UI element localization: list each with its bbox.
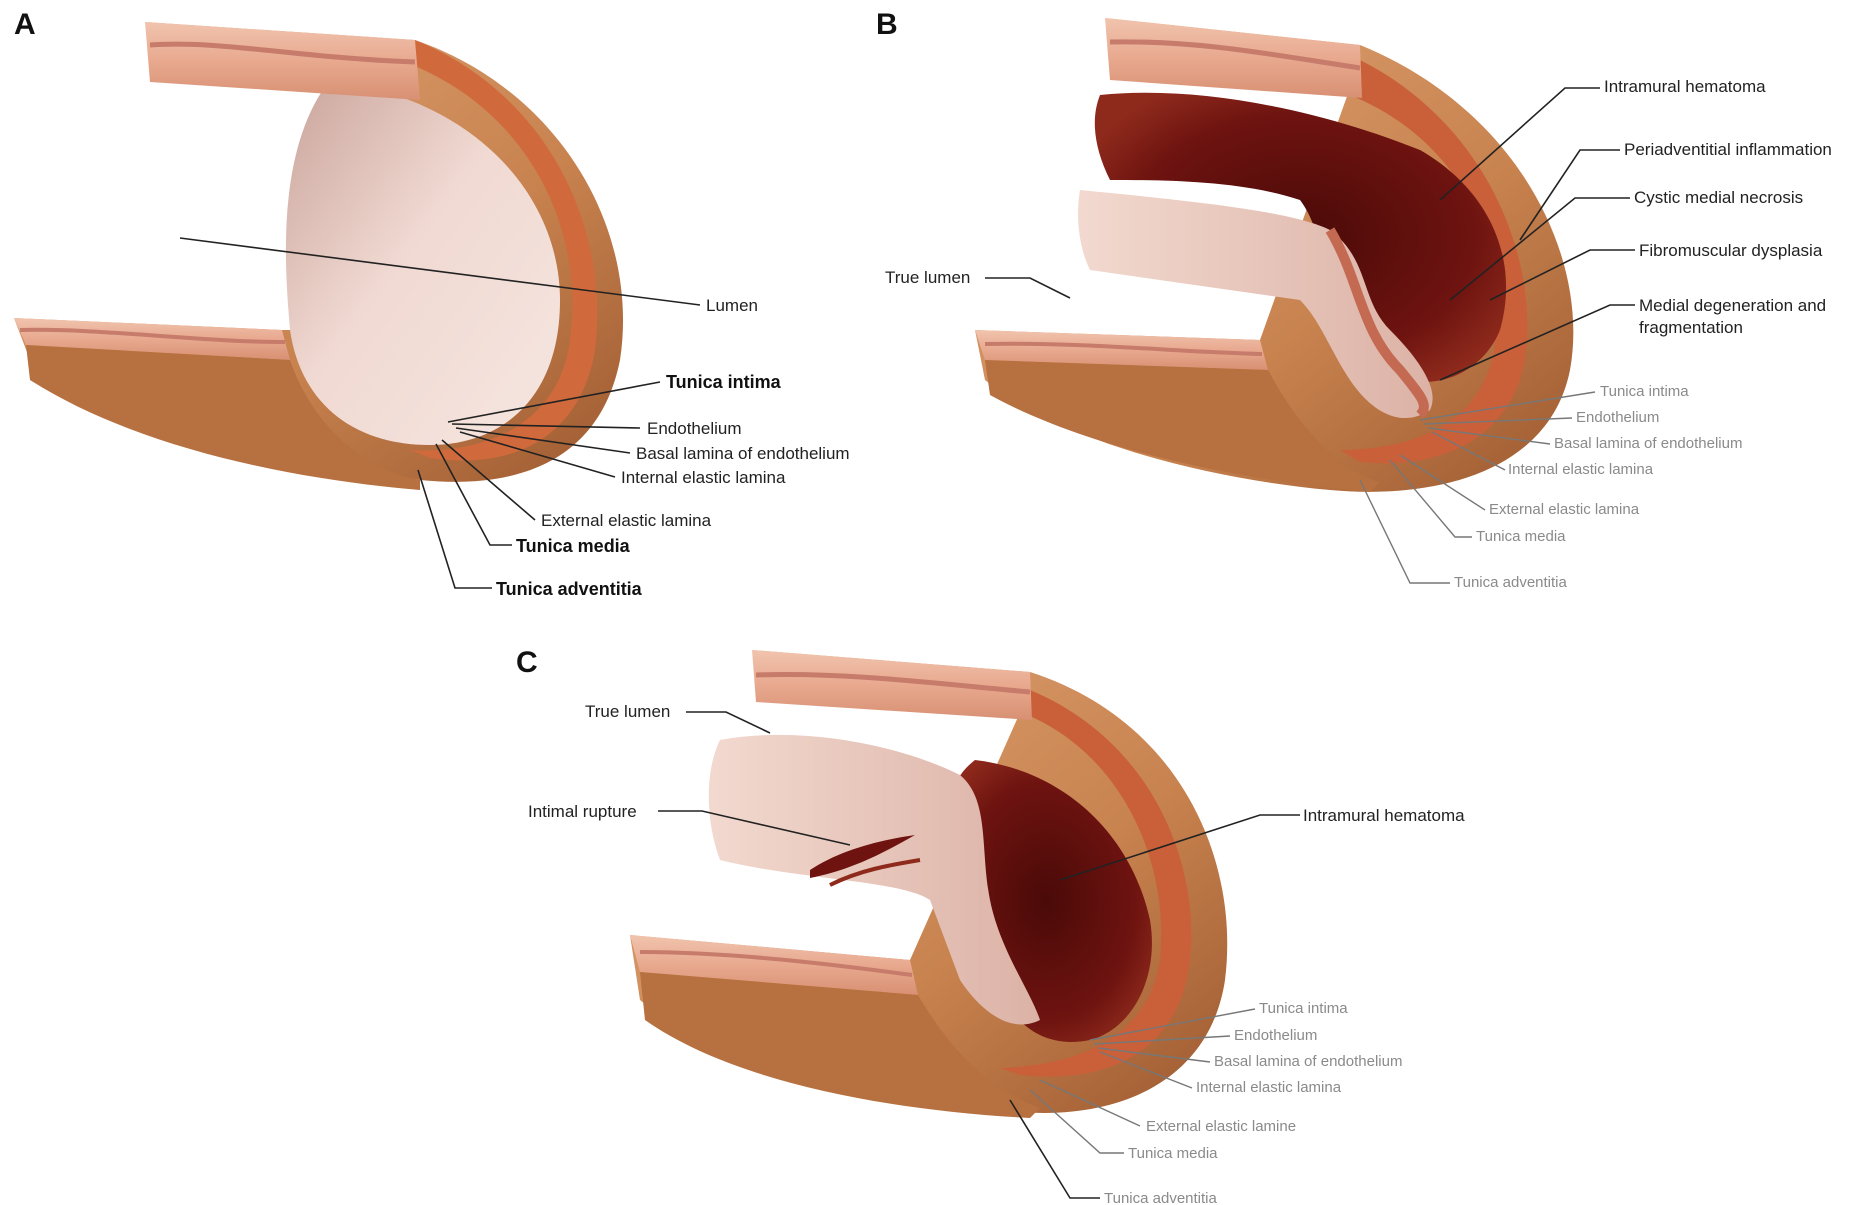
panel-a: A Lumen Tunica int xyxy=(14,8,850,599)
label-tunica-adventitia: Tunica adventitia xyxy=(1454,574,1568,591)
vessel-illustration-c xyxy=(630,650,1227,1118)
label-external-elastic-lamina: External elastic lamine xyxy=(1146,1118,1296,1135)
label-intramural-hematoma: Intramural hematoma xyxy=(1604,77,1766,96)
panel-letter-a: A xyxy=(14,8,36,41)
label-true-lumen: True lumen xyxy=(885,268,970,287)
label-internal-elastic-lamina: Internal elastic lamina xyxy=(621,468,786,487)
label-internal-elastic-lamina: Internal elastic lamina xyxy=(1508,461,1654,478)
label-basal-lamina: Basal lamina of endothelium xyxy=(1214,1053,1402,1070)
label-external-elastic-lamina: External elastic lamina xyxy=(541,511,712,530)
panel-c: C xyxy=(516,646,1465,1205)
label-true-lumen: True lumen xyxy=(585,702,670,721)
label-fibromuscular-dysplasia: Fibromuscular dysplasia xyxy=(1639,241,1823,260)
panel-letter-c: C xyxy=(516,646,538,679)
label-endothelium: Endothelium xyxy=(1576,409,1659,426)
label-tunica-adventitia: Tunica adventitia xyxy=(1104,1190,1218,1205)
label-tunica-intima: Tunica intima xyxy=(1600,383,1689,400)
panel-letter-b: B xyxy=(876,8,898,41)
label-tunica-media: Tunica media xyxy=(1476,528,1566,545)
label-endothelium: Endothelium xyxy=(1234,1027,1317,1044)
label-basal-lamina: Basal lamina of endothelium xyxy=(1554,435,1742,452)
label-tunica-intima: Tunica intima xyxy=(1259,1000,1348,1017)
label-periadventitial-inflammation: Periadventitial inflammation xyxy=(1624,140,1832,159)
label-tunica-intima: Tunica intima xyxy=(666,372,782,392)
label-medial-degeneration: Medial degeneration and xyxy=(1639,296,1826,315)
label-tunica-media: Tunica media xyxy=(1128,1145,1218,1162)
label-lumen: Lumen xyxy=(706,296,758,315)
label-internal-elastic-lamina: Internal elastic lamina xyxy=(1196,1079,1342,1096)
label-cystic-medial-necrosis: Cystic medial necrosis xyxy=(1634,188,1803,207)
label-tunica-media: Tunica media xyxy=(516,536,631,556)
label-basal-lamina: Basal lamina of endothelium xyxy=(636,444,850,463)
label-fragmentation: fragmentation xyxy=(1639,318,1743,337)
label-intramural-hematoma: Intramural hematoma xyxy=(1303,806,1465,825)
label-endothelium: Endothelium xyxy=(647,419,742,438)
panel-b: B xyxy=(876,8,1832,591)
label-external-elastic-lamina: External elastic lamina xyxy=(1489,501,1640,518)
label-tunica-adventitia: Tunica adventitia xyxy=(496,579,643,599)
label-intimal-rupture: Intimal rupture xyxy=(528,802,637,821)
